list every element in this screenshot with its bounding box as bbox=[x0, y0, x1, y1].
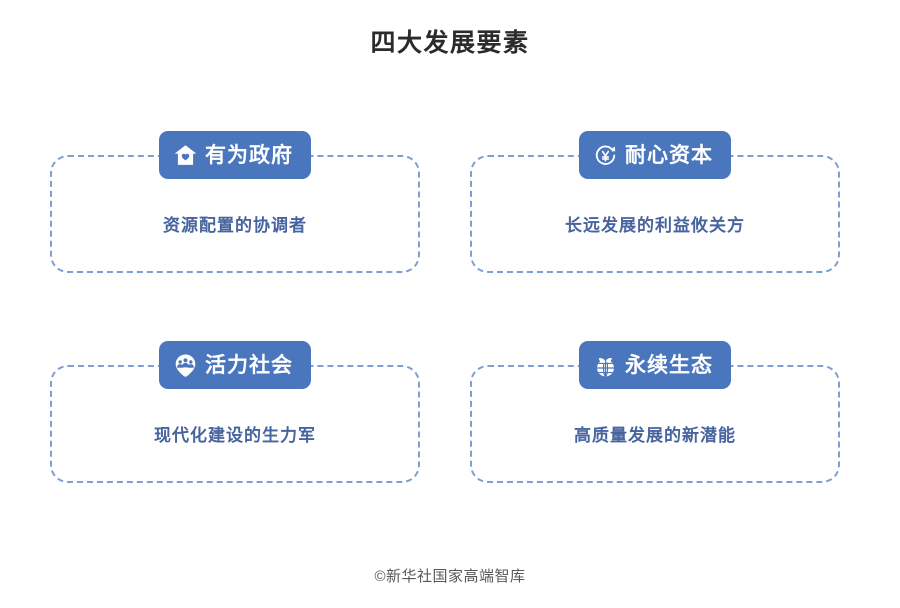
card-badge[interactable]: 永续生态 bbox=[579, 341, 731, 389]
card-government: 有为政府 资源配置的协调者 bbox=[50, 131, 420, 273]
people-group-icon bbox=[173, 353, 198, 378]
card-badge[interactable]: 有为政府 bbox=[159, 131, 311, 179]
card-ecology: 永续生态 高质量发展的新潜能 bbox=[470, 341, 840, 483]
card-badge-label: 永续生态 bbox=[625, 353, 713, 377]
copyright-footer: ©新华社国家高端智库 bbox=[374, 568, 526, 585]
card-description: 现代化建设的生力军 bbox=[154, 426, 316, 445]
card-badge[interactable]: 活力社会 bbox=[159, 341, 311, 389]
card-badge-label: 有为政府 bbox=[205, 143, 293, 167]
cards-grid: 有为政府 资源配置的协调者 耐心资本 长远发展的利益攸关方 bbox=[50, 131, 840, 483]
home-heart-icon bbox=[173, 143, 198, 168]
card-badge[interactable]: 耐心资本 bbox=[579, 131, 731, 179]
card-description: 资源配置的协调者 bbox=[163, 216, 307, 235]
globe-leaf-icon bbox=[593, 353, 618, 378]
card-badge-label: 活力社会 bbox=[205, 353, 293, 377]
card-society: 活力社会 现代化建设的生力军 bbox=[50, 341, 420, 483]
page-title: 四大发展要素 bbox=[370, 29, 530, 57]
card-description: 长远发展的利益攸关方 bbox=[565, 216, 745, 235]
yuan-refresh-icon bbox=[593, 143, 618, 168]
card-description: 高质量发展的新潜能 bbox=[574, 426, 736, 445]
card-patient-capital: 耐心资本 长远发展的利益攸关方 bbox=[470, 131, 840, 273]
card-badge-label: 耐心资本 bbox=[625, 143, 713, 167]
